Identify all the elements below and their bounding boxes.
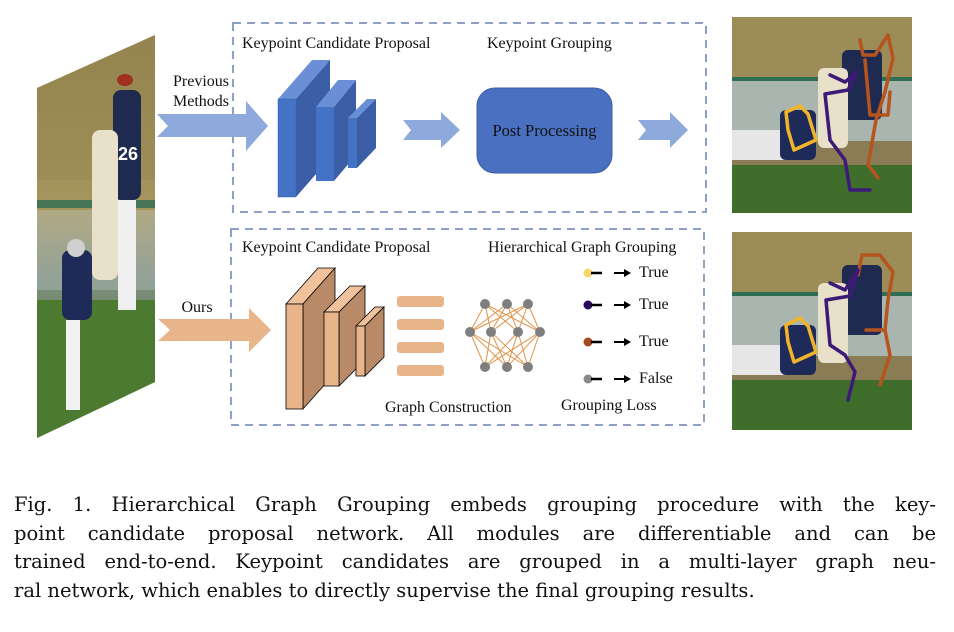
legend-dot xyxy=(583,268,593,278)
output-image-previous xyxy=(732,17,912,213)
graph-node xyxy=(513,327,523,337)
graph-node xyxy=(523,362,533,372)
figure-caption: Fig. 1. Hierarchical Graph Grouping embe… xyxy=(14,491,936,605)
graph-node xyxy=(480,362,490,372)
graph-construction-label: Graph Construction xyxy=(385,399,512,416)
legend-dot xyxy=(583,300,593,310)
graph-edge xyxy=(527,303,541,333)
legend-label-1: True xyxy=(639,264,669,281)
input-image: 26 xyxy=(37,35,155,438)
post-processing-label: Post Processing xyxy=(492,121,597,140)
caption-line-3: trained end-to-end. Keypoint candidates … xyxy=(14,550,936,573)
graph-edge xyxy=(490,331,508,368)
top-pipeline-box xyxy=(232,22,707,213)
graph-network xyxy=(465,299,545,372)
top-middle-arrow xyxy=(403,112,460,148)
cnn-blocks-top xyxy=(277,60,376,198)
graph-edge xyxy=(469,303,508,333)
graph-node xyxy=(523,299,533,309)
previous-methods-label-line1: Previous xyxy=(173,73,229,90)
graph-edge xyxy=(527,331,541,368)
top-output-arrow xyxy=(638,112,688,148)
grouping-loss-label: Grouping Loss xyxy=(561,397,657,414)
graph-edge xyxy=(484,331,492,368)
graph-node xyxy=(535,327,545,337)
ours-label: Ours xyxy=(181,299,213,316)
legend-arrow-icon xyxy=(624,375,631,383)
ours-arrow xyxy=(158,308,271,352)
previous-methods-arrow xyxy=(157,101,268,151)
post-processing-box xyxy=(476,87,613,174)
legend-dot xyxy=(583,337,593,347)
graph-node xyxy=(502,299,512,309)
previous-methods-label-line2: Methods xyxy=(173,93,229,110)
feature-bars xyxy=(397,296,444,376)
top-stage2-title: Keypoint Grouping xyxy=(487,35,612,52)
bottom-stage2-title: Hierarchical Graph Grouping xyxy=(488,239,677,256)
output-image-ours xyxy=(732,232,912,430)
graph-edge xyxy=(469,303,486,333)
caption-line-4: ral network, which enables to directly s… xyxy=(14,578,755,602)
cnn-blocks-bottom xyxy=(285,266,385,411)
graph-edge xyxy=(506,331,541,368)
legend-arrow-icon xyxy=(624,301,631,309)
svg-text:26: 26 xyxy=(118,144,138,164)
graph-node xyxy=(480,299,490,309)
graph-node xyxy=(465,327,475,337)
legend-label-3: True xyxy=(639,333,669,350)
bottom-stage1-title: Keypoint Candidate Proposal xyxy=(242,239,431,256)
legend-label-4: False xyxy=(639,370,673,387)
legend-arrow-icon xyxy=(624,338,631,346)
graph-node xyxy=(502,362,512,372)
caption-line-1: Fig. 1. Hierarchical Graph Grouping embe… xyxy=(14,493,936,516)
grouping-legend xyxy=(583,268,631,384)
legend-arrow-icon xyxy=(624,269,631,277)
legend-label-2: True xyxy=(639,296,669,313)
graph-edge xyxy=(484,331,541,368)
graph-node xyxy=(486,327,496,337)
graph-edge xyxy=(469,303,529,333)
graph-edge xyxy=(484,303,519,333)
legend-dot xyxy=(583,374,593,384)
graph-edge xyxy=(469,331,486,368)
graph-edge xyxy=(490,303,529,333)
top-stage1-title: Keypoint Candidate Proposal xyxy=(242,35,431,52)
graph-edge xyxy=(484,331,519,368)
caption-line-2: point candidate proposal network. All mo… xyxy=(14,521,936,545)
graph-edge xyxy=(490,331,529,368)
graph-edge xyxy=(506,303,519,333)
